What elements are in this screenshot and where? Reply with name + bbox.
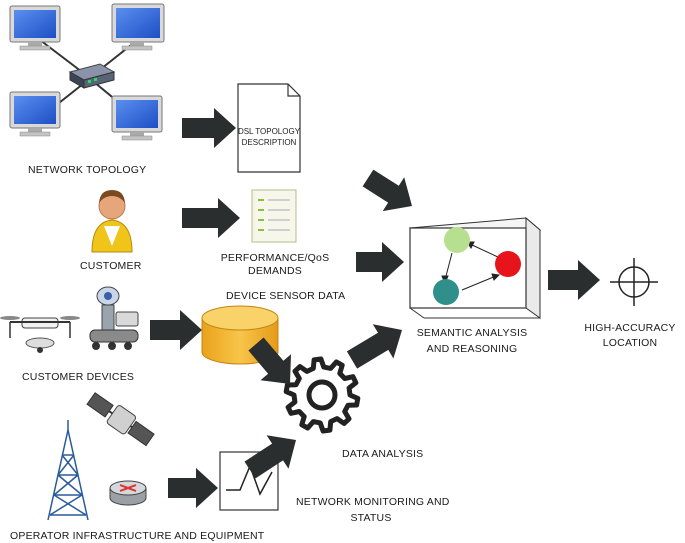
checklist-document-icon	[251, 189, 297, 243]
label-customer: CUSTOMER	[80, 260, 142, 272]
label-high-accuracy-line2: LOCATION	[602, 337, 658, 349]
label-dsl-topology-line2: DESCRIPTION	[241, 138, 297, 147]
node-green	[444, 227, 470, 253]
monitor-icon	[111, 3, 165, 51]
block-arrow	[248, 337, 291, 384]
label-operator-infrastructure: OPERATOR INFRASTRUCTURE AND EQUIPMENT	[10, 530, 265, 542]
semantic-graph-box	[408, 216, 542, 319]
block-arrow	[346, 324, 402, 369]
label-semantic-line1: SEMANTIC ANALYSIS	[416, 327, 528, 339]
block-arrow	[362, 169, 412, 212]
label-high-accuracy-line1: HIGH-ACCURACY	[584, 322, 676, 334]
block-arrow	[244, 435, 296, 479]
node-red	[495, 251, 521, 277]
label-semantic-line2: AND REASONING	[426, 343, 518, 355]
label-performance-line1: PERFORMANCE/QoS	[220, 252, 330, 264]
block-arrow	[150, 310, 202, 350]
switch-icon	[68, 63, 116, 89]
label-dsl-topology-line1: DSL TOPOLOGY	[237, 127, 301, 136]
network-topology-icon	[9, 3, 165, 141]
monitor-icon	[111, 95, 163, 141]
customer-person-icon	[91, 190, 133, 253]
satellite-icon	[86, 392, 155, 447]
drone-icon	[0, 316, 80, 353]
block-arrow	[168, 468, 218, 508]
crosshair-icon	[610, 258, 658, 306]
label-network-topology: NETWORK TOPOLOGY	[28, 164, 147, 176]
node-teal	[433, 279, 459, 305]
robot-icon	[89, 286, 139, 350]
monitor-icon	[9, 91, 61, 137]
block-arrow	[548, 260, 600, 300]
label-netmon-line1: NETWORK MONITORING AND	[296, 496, 450, 508]
label-device-sensor-data: DEVICE SENSOR DATA	[226, 290, 346, 302]
document-icon	[237, 83, 301, 173]
gear-icon	[283, 356, 361, 434]
block-arrow	[182, 198, 240, 238]
label-data-analysis: DATA ANALYSIS	[342, 448, 424, 460]
monitor-icon	[9, 5, 61, 51]
label-customer-devices: CUSTOMER DEVICES	[22, 371, 135, 383]
block-arrow	[356, 242, 404, 282]
router-icon	[109, 480, 147, 506]
block-arrow	[182, 108, 236, 148]
label-netmon-line2: STATUS	[350, 512, 392, 524]
label-performance-line2: DEMANDS	[248, 265, 302, 277]
cell-tower-icon	[47, 420, 89, 521]
arrows-group	[150, 108, 600, 508]
